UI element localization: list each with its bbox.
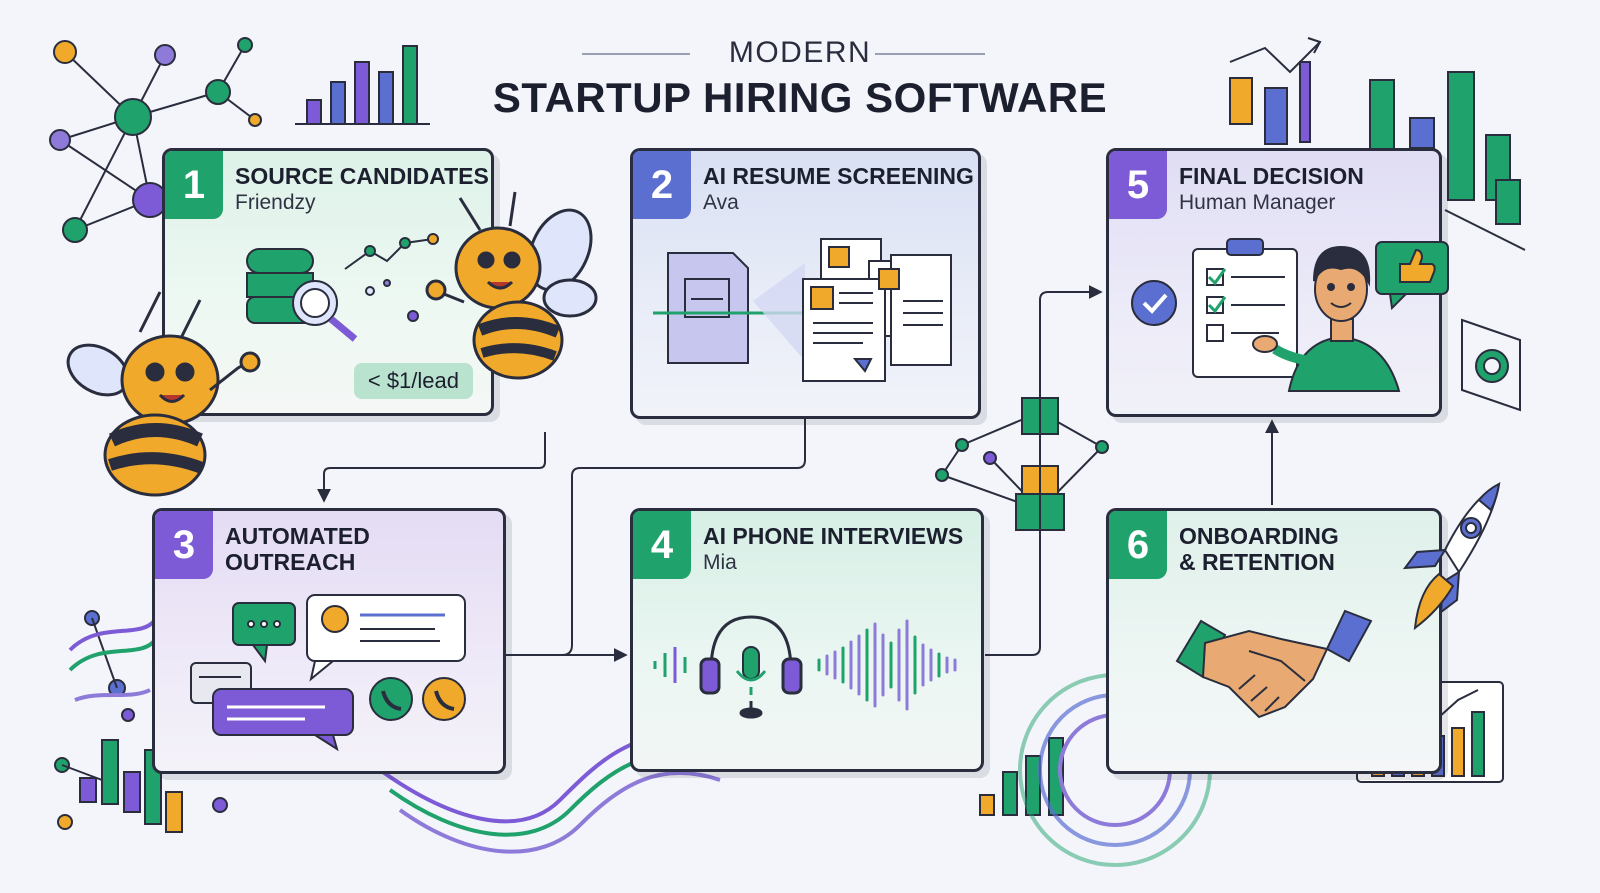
bee-mascot-icon xyxy=(60,290,270,505)
rocket-icon xyxy=(1375,480,1505,635)
step-card-automated-outreach[interactable]: 3 AUTOMATED OUTREACH xyxy=(152,508,506,774)
chat-bubble-icon xyxy=(155,511,503,771)
pie-chart-icon xyxy=(1462,320,1520,410)
thumbs-up-icon xyxy=(1372,238,1452,313)
bee-mascot-icon xyxy=(420,190,600,405)
headset-icon xyxy=(633,511,981,769)
page-eyebrow: MODERN xyxy=(0,36,1600,70)
resume-document-icon xyxy=(633,151,978,416)
step-card-ai-phone-interviews[interactable]: 4 AI PHONE INTERVIEWS Mia xyxy=(630,508,984,772)
page-title: STARTUP HIRING SOFTWARE xyxy=(0,74,1600,122)
step-card-ai-resume-screening[interactable]: 2 AI RESUME SCREENING Ava xyxy=(630,148,981,419)
voice-waveform xyxy=(819,621,955,709)
